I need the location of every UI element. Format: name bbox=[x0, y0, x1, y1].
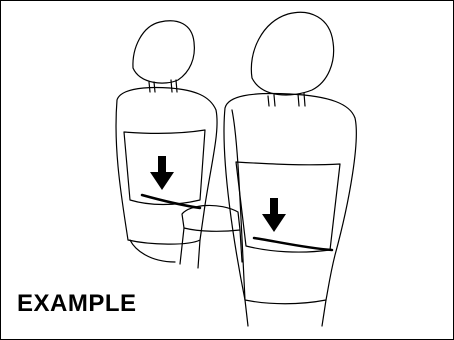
right-arrow-down-icon bbox=[262, 198, 286, 232]
left-headrest bbox=[133, 21, 194, 83]
right-seatback-panel bbox=[236, 162, 340, 252]
right-seat bbox=[224, 12, 356, 326]
right-headrest-stay-1 bbox=[268, 95, 275, 106]
center-armrest bbox=[180, 205, 242, 264]
right-pocket-band bbox=[254, 238, 332, 250]
left-arrow-down-icon bbox=[150, 156, 174, 190]
right-headrest bbox=[251, 12, 333, 95]
figure-caption: EXAMPLE bbox=[17, 290, 137, 318]
